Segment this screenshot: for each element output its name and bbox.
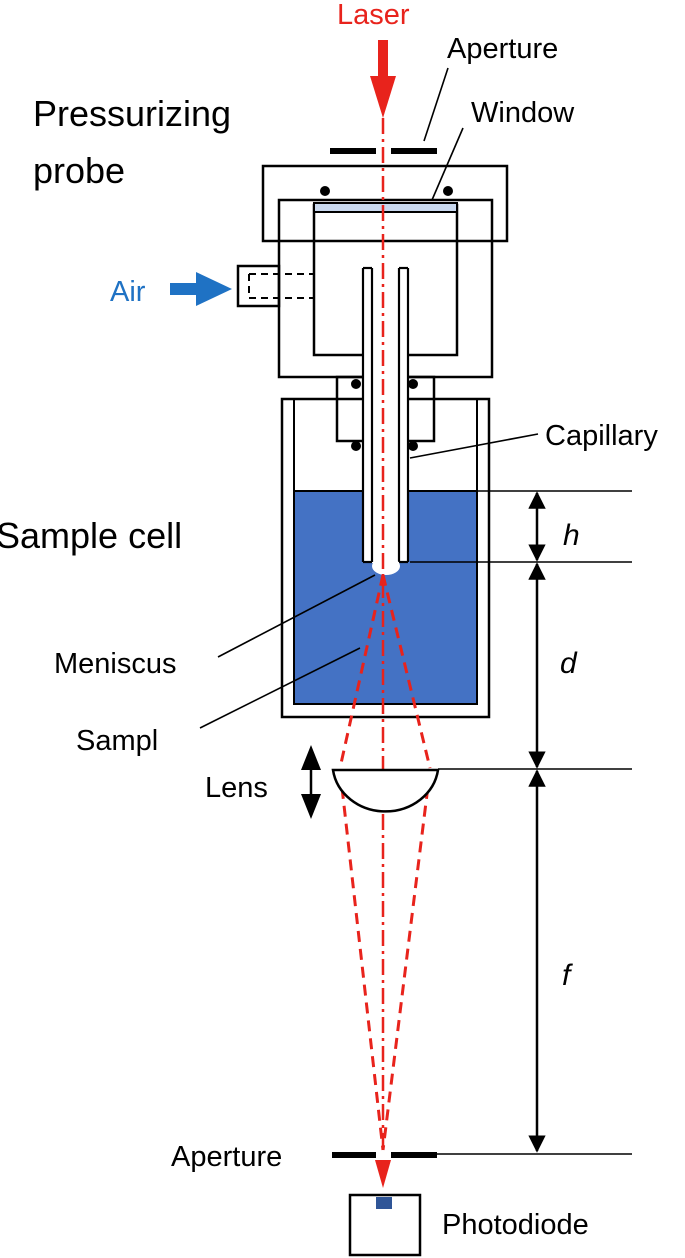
capillary-leader: [409, 433, 539, 459]
capillary-label: Capillary: [545, 420, 658, 452]
window-leader: [431, 127, 464, 201]
capillary: [361, 266, 410, 575]
air-label: Air: [110, 276, 146, 308]
laser-beam: [338, 118, 432, 1188]
laser-arrow: [370, 40, 396, 118]
pressurizing-probe-label-line2: probe: [33, 150, 125, 191]
o-ring: [320, 186, 330, 196]
meniscus-leader: [217, 574, 376, 658]
lens-move-arrow: [301, 745, 321, 819]
o-ring: [351, 379, 361, 389]
meniscus: [372, 557, 400, 575]
lens-label: Lens: [205, 772, 268, 804]
sample-label: Sampl: [76, 725, 158, 757]
photodiode-label: Photodiode: [442, 1209, 589, 1241]
window-glass: [313, 202, 458, 213]
aperture-bottom-label: Aperture: [171, 1141, 282, 1173]
pressurizing-probe-label-line1: Pressurizing: [33, 93, 231, 134]
f-label: f: [562, 959, 573, 992]
window-label: Window: [471, 97, 575, 129]
aperture-top-leader: [423, 67, 449, 142]
meniscus-label: Meniscus: [54, 648, 177, 680]
o-ring: [351, 441, 361, 451]
sample-leader: [199, 647, 361, 729]
o-ring: [408, 379, 418, 389]
h-label: h: [563, 519, 580, 552]
photodiode: [348, 1193, 422, 1257]
photodiode-sensor: [376, 1197, 392, 1209]
o-ring: [408, 441, 418, 451]
reference-lines: [410, 490, 632, 1155]
laser-label: Laser: [337, 0, 410, 31]
air-arrow: [170, 272, 232, 306]
sample-cell-label: Sample cell: [0, 515, 182, 556]
aperture-top-label: Aperture: [447, 33, 558, 65]
lens: [331, 768, 440, 813]
o-ring: [443, 186, 453, 196]
d-label: d: [560, 647, 578, 680]
